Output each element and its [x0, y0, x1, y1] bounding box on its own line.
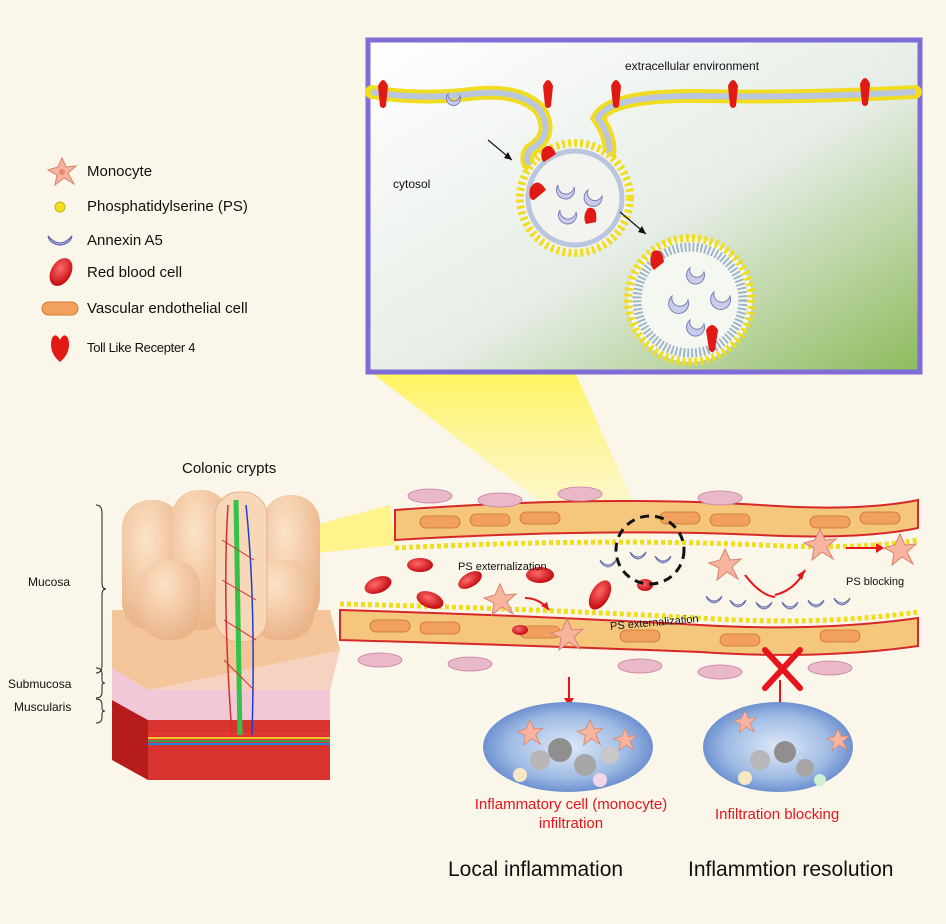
vessel-wall-top — [394, 498, 919, 542]
endocytic-bud — [516, 139, 634, 257]
colonic-crypts-title: Colonic crypts — [182, 460, 277, 477]
mucosa-label: Mucosa — [28, 575, 71, 589]
infiltration-blocking-caption: Infiltration blocking — [715, 806, 840, 823]
annexin-ps-binding — [599, 551, 851, 610]
red-blood-cells — [364, 558, 653, 635]
vesicle — [624, 234, 756, 366]
legend-label-tlr4: Toll Like Recepter 4 — [87, 340, 196, 355]
ps-externalization-top-label: PS externalization — [458, 561, 547, 573]
red-blood-cell-icon — [49, 258, 73, 286]
extracellular-label: extracellular environment — [625, 59, 760, 73]
tlr4-receptor — [378, 78, 870, 352]
endothelial-cells — [369, 511, 901, 647]
crypt-with-vessels — [214, 491, 268, 643]
local-inflammation-title: Local inflammation — [448, 858, 624, 881]
submucosa-label: Submucosa — [8, 677, 72, 691]
submucosa-layer — [112, 668, 330, 720]
infiltrate-cells — [513, 738, 826, 787]
vessel-monocytes — [482, 527, 918, 652]
mucosa-brace — [95, 504, 107, 674]
vascular-endothelial-cell-icon — [41, 301, 79, 316]
toll-like-receptor-icon — [51, 335, 69, 362]
annexin-a5-cluster — [445, 92, 732, 337]
blocked-x-mark — [762, 647, 803, 691]
inflammation-resolution-title: Inflammtion resolution — [688, 858, 894, 881]
colonic-crypts — [122, 490, 320, 640]
cytosol-label: cytosol — [393, 177, 431, 191]
legend-label-monocyte: Monocyte — [87, 163, 153, 180]
legend-label-annexin: Annexin A5 — [87, 232, 163, 249]
perivascular-cells — [357, 486, 853, 680]
annexin-a5-icon — [47, 235, 73, 246]
muscularis-layer — [112, 700, 148, 780]
monocyte-icon — [46, 156, 78, 187]
infiltrated-monocytes — [516, 709, 851, 752]
ps-blocking-label: PS blocking — [846, 576, 905, 588]
legend-label-ps: Phosphatidylserine (PS) — [87, 198, 248, 215]
legend-label-rbc: Red blood cell — [87, 264, 183, 281]
infiltration-caption-line2: infiltration — [538, 815, 604, 832]
ps-highlight-circle — [614, 514, 686, 586]
phosphatidylserine-icon — [54, 201, 66, 213]
legend-label-endothelial: Vascular endothelial cell — [87, 300, 248, 317]
infiltration-caption-line1: Inflammatory cell (monocyte) — [474, 796, 668, 813]
muscularis-label: Muscularis — [14, 700, 72, 714]
